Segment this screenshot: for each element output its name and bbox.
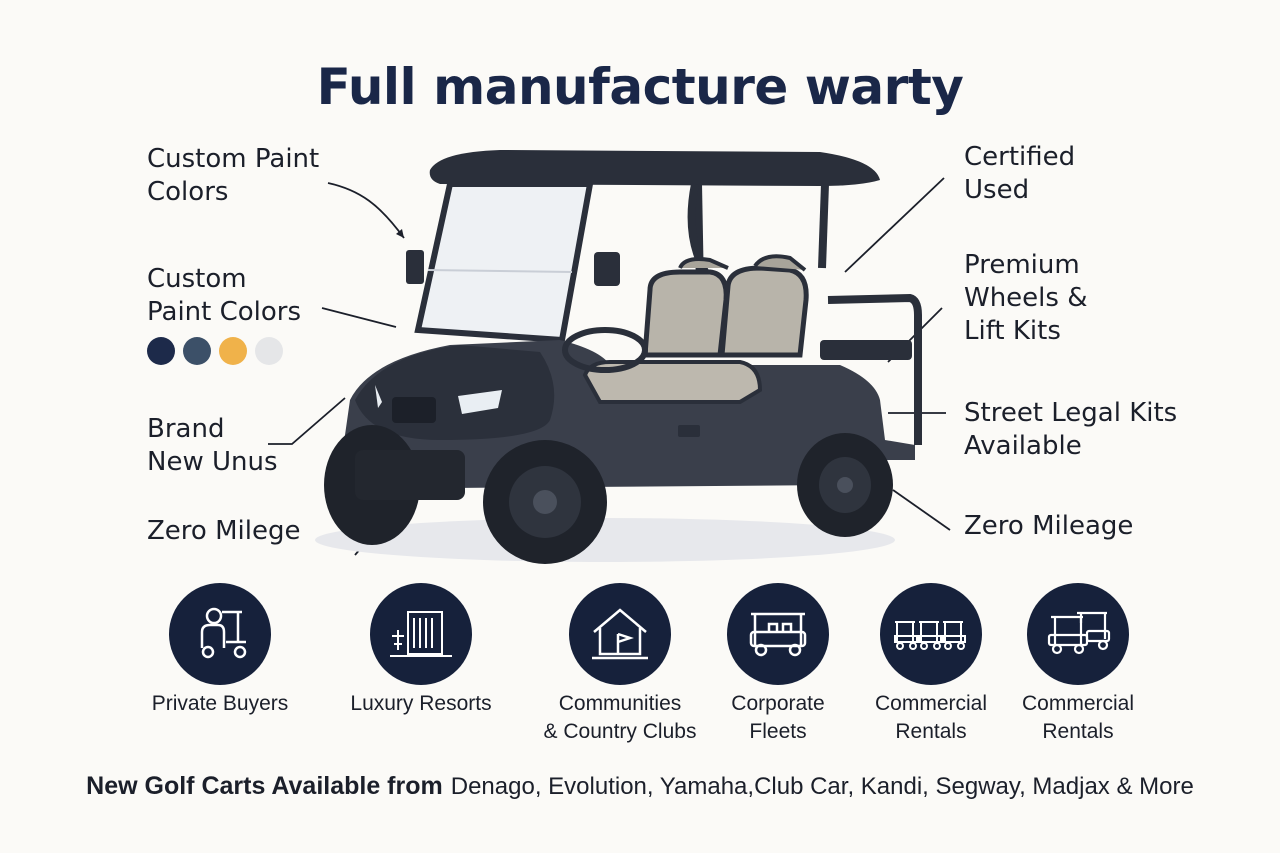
leader-paint1 — [327, 182, 405, 239]
callout-premium-wheels: Premium Wheels & Lift Kits — [964, 250, 1088, 346]
audience-commercial-rentals-1[interactable]: Commercial Rentals — [841, 583, 1021, 746]
callout-zero-milege: Zero Milege — [147, 516, 301, 546]
audience-corporate-fleets[interactable]: Corporate Fleets — [688, 583, 868, 746]
swatch-gold[interactable] — [219, 337, 247, 365]
swatch-silver[interactable] — [255, 337, 283, 365]
audience-communities[interactable]: Communities & Country Clubs — [530, 583, 710, 746]
footer-brands: Denago, Evolution, Yamaha,Club Car, Kand… — [450, 773, 1194, 800]
color-swatches — [147, 337, 283, 365]
audience-luxury-resorts[interactable]: Luxury Resorts — [331, 583, 511, 718]
page-title: Full manufacture warty — [316, 58, 964, 116]
callout-custom-paint-1: Custom Paint Colors — [147, 144, 320, 207]
leader-zero-right — [892, 489, 951, 531]
luxury-resort-icon — [370, 583, 472, 685]
swatch-slate[interactable] — [183, 337, 211, 365]
leader-certified — [844, 177, 945, 273]
audience-private-buyers[interactable]: Private Buyers — [130, 583, 310, 718]
footer-lead: New Golf Carts Available from — [86, 772, 443, 800]
audience-commercial-rentals-2[interactable]: Commercial Rentals — [988, 583, 1168, 746]
callout-street-legal: Street Legal Kits Available — [964, 398, 1178, 461]
leader-paint2 — [321, 307, 397, 328]
golf-cart-illustration — [315, 150, 922, 564]
swatch-navy[interactable] — [147, 337, 175, 365]
brands-footer: New Golf Carts Available from Denago, Evo… — [0, 772, 1280, 801]
callout-custom-paint-2: Custom Paint Colors — [147, 264, 302, 327]
private-buyer-icon — [169, 583, 271, 685]
callout-zero-mileage: Zero Mileage — [964, 511, 1134, 541]
callout-brand-new: Brand New Unus — [147, 414, 278, 477]
leader-brand-new — [268, 397, 346, 445]
rental-fleet-icon — [880, 583, 982, 685]
community-house-icon — [569, 583, 671, 685]
rental-cart-icon — [1027, 583, 1129, 685]
corporate-cart-icon — [727, 583, 829, 685]
callout-certified-used: Certified Used — [964, 142, 1076, 205]
